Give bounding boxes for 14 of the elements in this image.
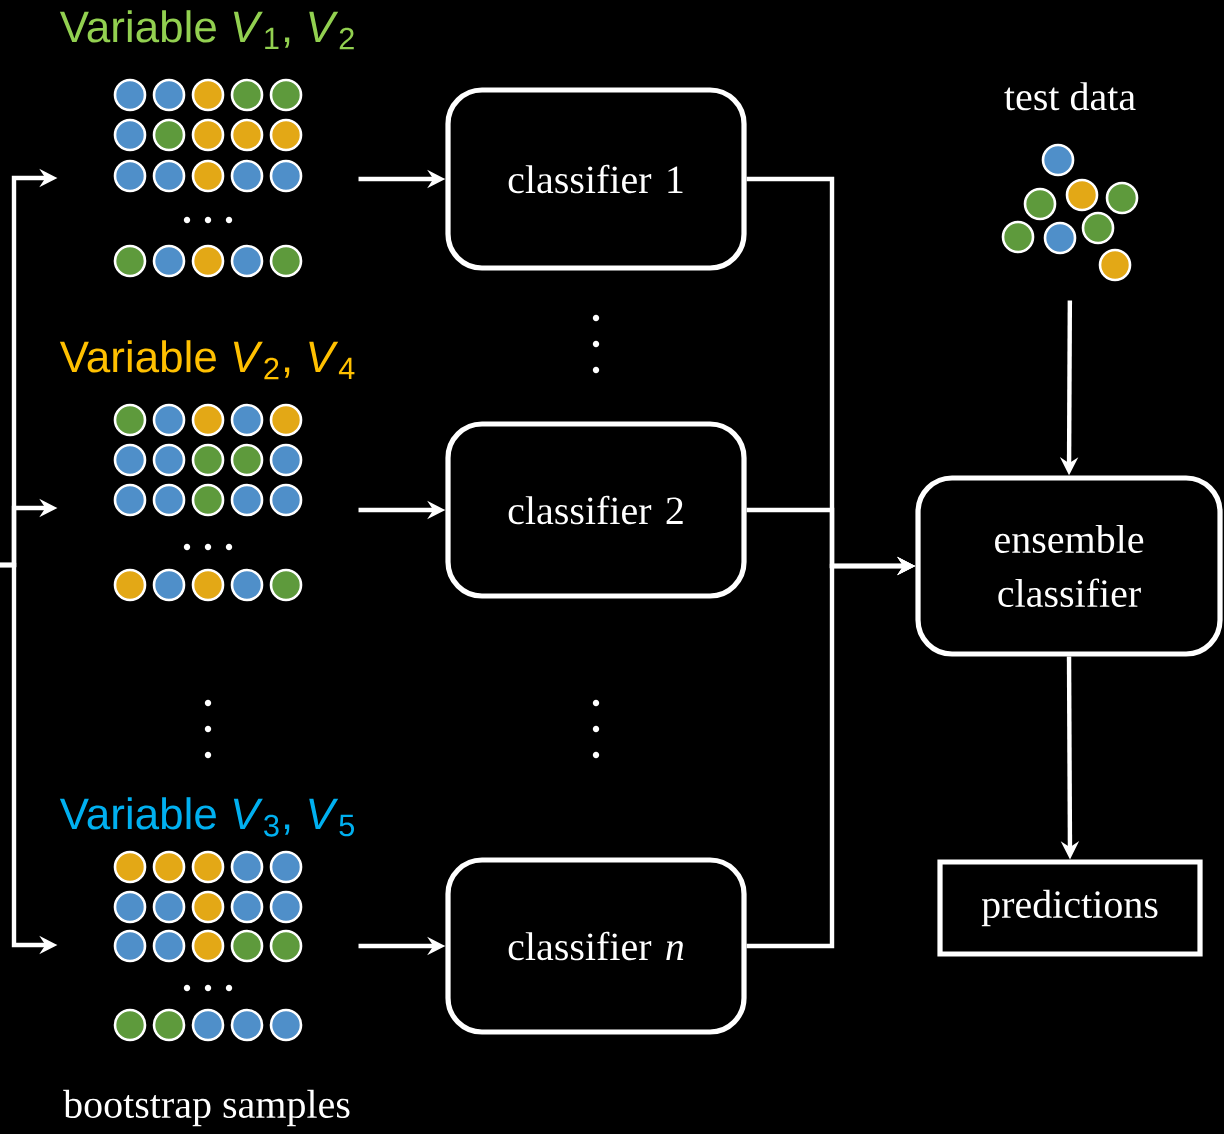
classifier-box: classifier 2 <box>445 421 747 599</box>
node-label: Variable V$_{3}$, V$_{5}$ <box>59 797 355 837</box>
sample-grid-drawing: Variable V$_{2}$, V$_{4}$ <box>59 340 355 602</box>
node-label: test data <box>1004 82 1136 111</box>
classifier-box: ensemble classifier <box>915 475 1223 657</box>
output-box: predictions <box>937 859 1203 957</box>
node-label: Variable V$_{1}$, V$_{2}$ <box>59 10 354 50</box>
caption-text: bootstrap samples <box>63 1089 350 1127</box>
classifier-box: classifier 1 <box>445 87 747 271</box>
sample-grid-drawing: Variable V$_{3}$, V$_{5}$ <box>59 797 355 1042</box>
node-label: Variable V$_{2}$, V$_{4}$ <box>59 340 355 380</box>
test-data-drawing: test data <box>1001 82 1139 282</box>
classifier-box: classifier n <box>445 857 747 1035</box>
sample-grid-drawing: Variable V$_{1}$, V$_{2}$ <box>59 10 354 278</box>
